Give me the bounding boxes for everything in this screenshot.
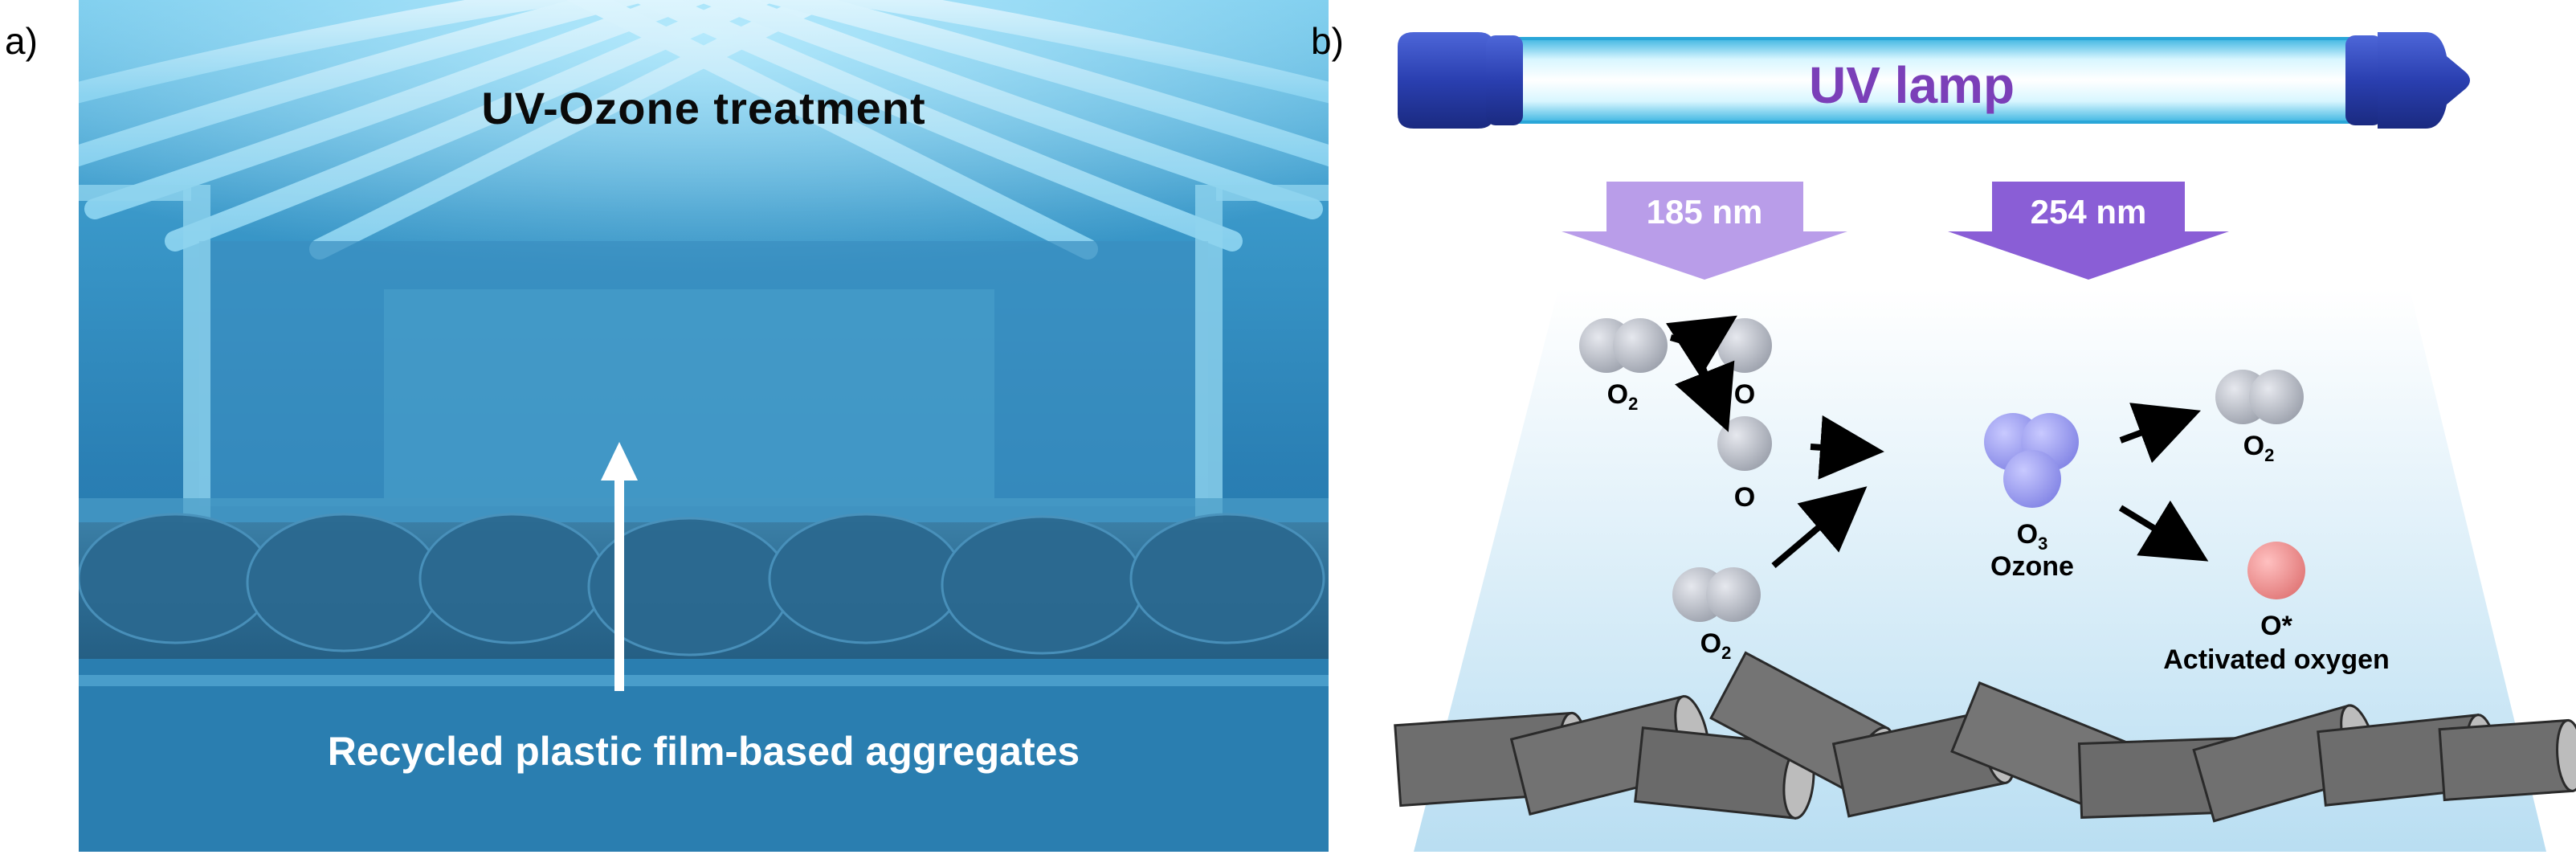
panel-a-label: a)	[5, 20, 38, 62]
split-arrow-stem	[1669, 334, 1695, 347]
o2-right-molecule	[2215, 370, 2304, 424]
o2-right-label: O2	[2243, 431, 2275, 465]
o2-left-label: O2	[1607, 379, 1639, 414]
panel-b-label: b)	[1311, 20, 1344, 62]
uv-lamp	[1398, 32, 2470, 129]
o-top-label: O	[1734, 379, 1755, 410]
panel-a-caption: Recycled plastic film-based aggregates	[327, 729, 1080, 774]
split-arrow-down	[1675, 342, 1735, 432]
arrow-o3-to-ostar	[2118, 500, 2209, 562]
uv-ozone-mechanism-diagram: UV lamp 185 nm 254 nm O2 O O O2 O3 Ozone…	[1394, 32, 2576, 852]
panel-a-photo	[52, 0, 1355, 852]
o-star-label: O*	[2260, 611, 2292, 641]
uv-tubes	[52, 0, 1355, 260]
up-arrow-icon	[601, 442, 638, 691]
reaction-arrows	[1665, 315, 2209, 569]
activated-oxygen-label: Activated oxygen	[2163, 644, 2390, 675]
ozone-label: Ozone	[1990, 551, 2074, 582]
split-arrow-up	[1665, 315, 1737, 378]
arrow-185nm	[1562, 182, 1847, 280]
aggregates-row	[1394, 651, 2576, 823]
activated-oxygen-atom	[2247, 542, 2305, 599]
aggregates	[77, 513, 1325, 656]
panel-a-title: UV-Ozone treatment	[481, 83, 926, 133]
o-top-atom	[1717, 318, 1772, 373]
arrow-o-to-o3	[1810, 415, 1884, 480]
arrow-o3-to-o2	[2119, 403, 2201, 464]
arrow-254nm	[1948, 182, 2229, 280]
o-middle-atom	[1717, 416, 1772, 471]
o-middle-label: O	[1734, 482, 1755, 513]
uv-chamber-photo	[52, 0, 1355, 852]
arrow-o2-to-o3	[1771, 486, 1868, 569]
wavelength-185-label: 185 nm	[1647, 193, 1763, 231]
o2-left-molecule	[1579, 318, 1668, 373]
o2-bottom-label: O2	[1700, 628, 1732, 663]
wavelength-254-label: 254 nm	[2031, 193, 2147, 231]
uv-lamp-label: UV lamp	[1809, 56, 2015, 114]
o3-molecule	[1984, 413, 2079, 508]
o2-bottom-molecule	[1672, 567, 1761, 622]
o3-label: O3	[2017, 519, 2048, 554]
